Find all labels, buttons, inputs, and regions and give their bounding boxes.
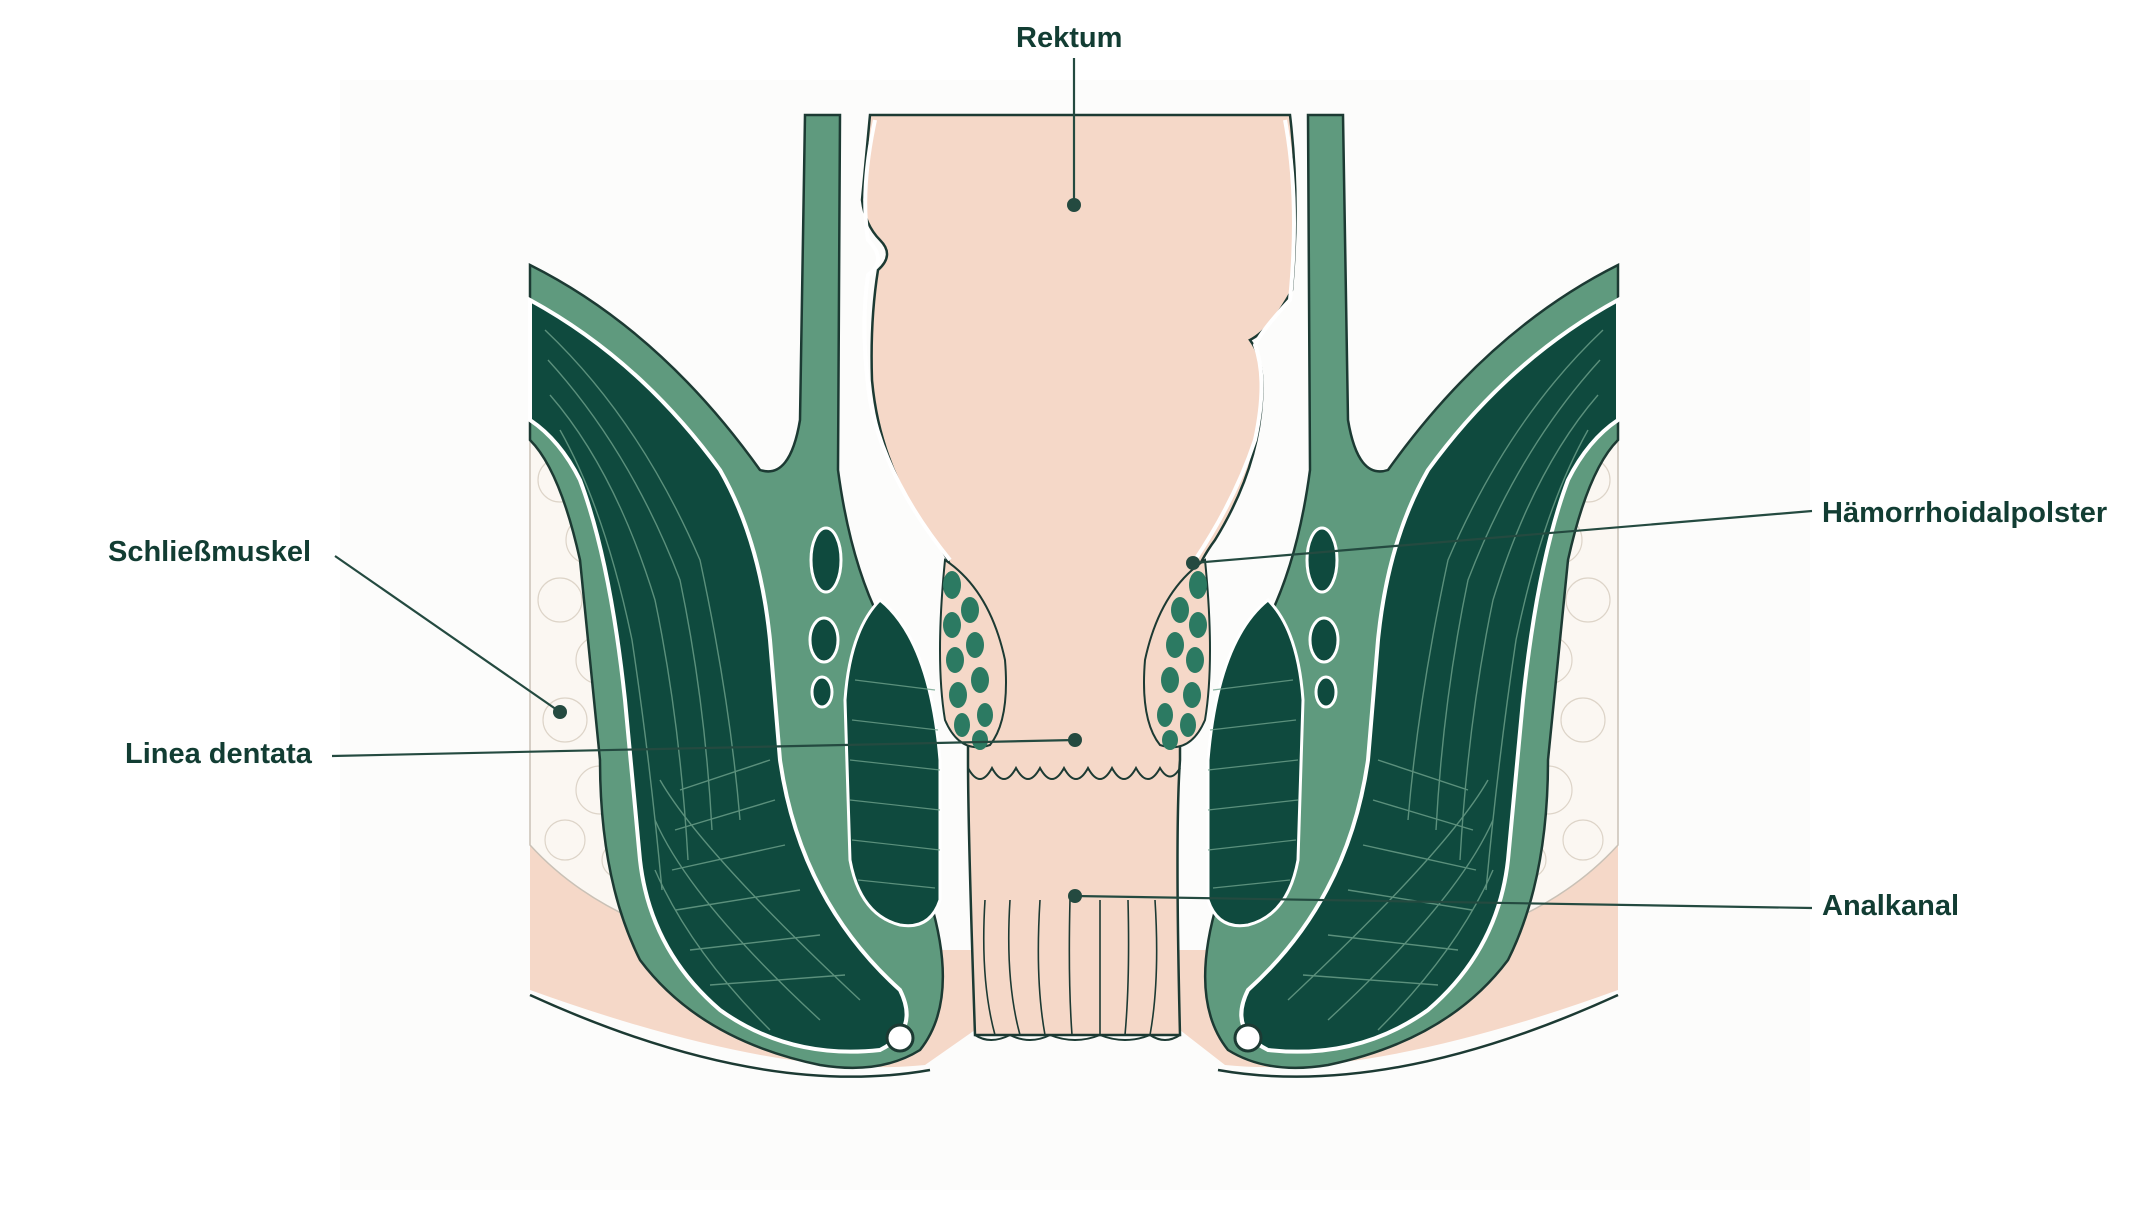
marker-haemorrhoidalpolster bbox=[1186, 556, 1200, 570]
dentate-line bbox=[967, 765, 1181, 780]
cushion-vessels-left bbox=[943, 571, 993, 750]
leader-linea-dentata bbox=[331, 738, 1076, 758]
marker-linea-dentata bbox=[1068, 733, 1082, 747]
anal-columns bbox=[982, 899, 1158, 1036]
label-haemorrhoidalpolster: Hämorrhoidalpolster bbox=[1822, 497, 2108, 529]
vessel-right-3 bbox=[1314, 675, 1338, 709]
rectum-lumen bbox=[860, 113, 1297, 1037]
marker-analkanal bbox=[1068, 889, 1082, 903]
label-linea-dentata: Linea dentata bbox=[125, 738, 312, 770]
marker-schliessmuskel bbox=[553, 705, 567, 719]
vessel-right-bottom bbox=[1233, 1023, 1263, 1053]
leader-analkanal bbox=[1074, 894, 1813, 910]
vessel-left-3 bbox=[810, 675, 834, 709]
label-rektum: Rektum bbox=[1016, 22, 1123, 54]
vessel-left-2 bbox=[808, 616, 840, 664]
marker-rektum bbox=[1067, 198, 1081, 212]
leader-schliessmuskel bbox=[334, 555, 561, 713]
vessel-right-2 bbox=[1308, 616, 1340, 664]
external-sphincter-left bbox=[528, 296, 909, 1054]
vessel-left-bottom bbox=[885, 1023, 915, 1053]
vessel-right-1 bbox=[1305, 526, 1339, 594]
label-analkanal: Analkanal bbox=[1822, 890, 1959, 922]
vessel-left-1 bbox=[809, 526, 843, 594]
leader-haemorrhoidalpolster bbox=[1192, 509, 1813, 565]
label-schliessmuskel: Schließmuskel bbox=[108, 536, 312, 568]
cushion-vessels-right bbox=[1157, 571, 1207, 750]
external-sphincter-right bbox=[1239, 296, 1620, 1054]
